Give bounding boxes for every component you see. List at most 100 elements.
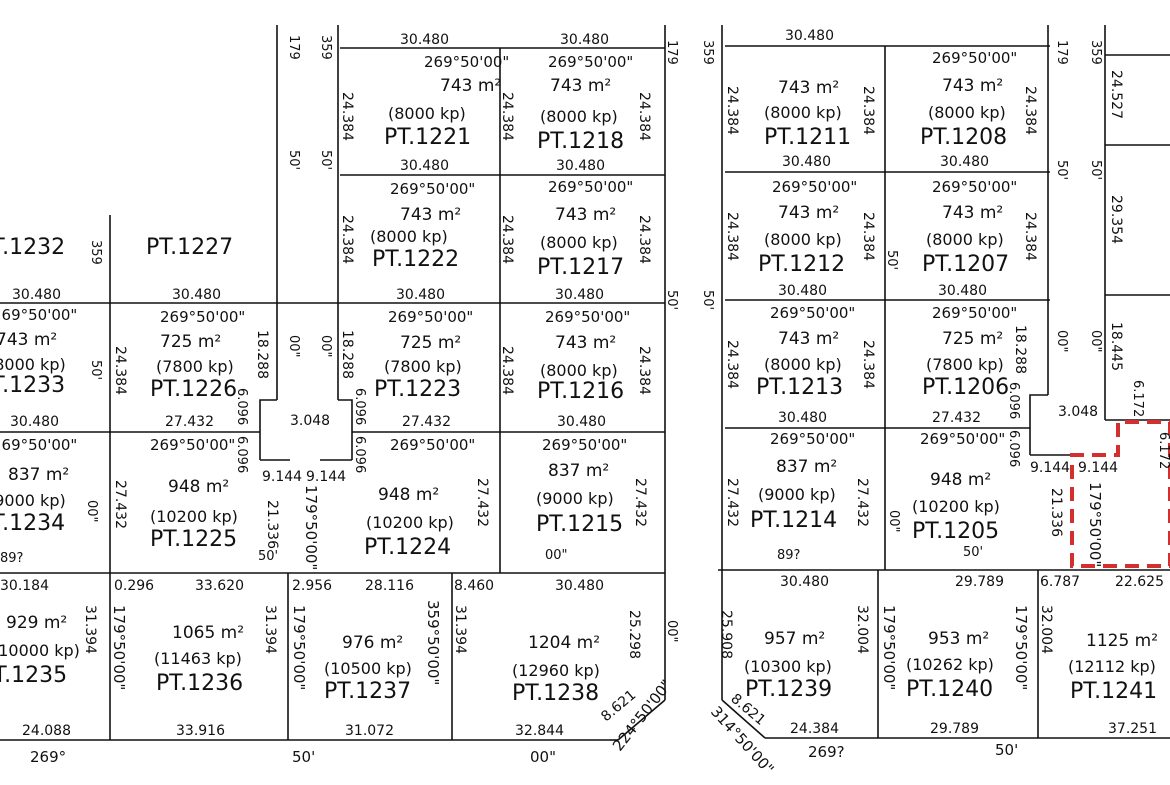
plan-linework <box>0 25 1170 741</box>
road-label: 50' <box>318 150 333 170</box>
lot-pt1225[interactable]: 269°50'00" 948 m² (10200 kp) PT.1225 <box>150 436 238 552</box>
dim-label: 24.384 <box>860 86 876 135</box>
dim-label: 30.480 <box>785 28 834 44</box>
lot-id: PT.1240 <box>906 677 993 702</box>
lot-pt1237[interactable]: 976 m² (10500 kp) PT.1237 <box>324 633 412 704</box>
lot-bearing: 269°50'00" <box>390 436 475 454</box>
lot-pt1236[interactable]: 1065 m² (11463 kp) PT.1236 <box>154 623 244 696</box>
dim-label: 37.251 <box>1108 721 1157 737</box>
lot-pt1211[interactable]: 743 m² (8000 kp) PT.1211 <box>764 78 851 150</box>
lot-kp: (8000 kp) <box>370 227 448 246</box>
road-label: 50' <box>1054 160 1069 180</box>
lot-pt1206[interactable]: 269°50'00" 725 m² (7800 kp) PT.1206 <box>922 304 1017 400</box>
dim-label: 30.480 <box>400 32 449 48</box>
dim-label: 25.298 <box>626 610 642 659</box>
road-label: 179 <box>1054 40 1069 65</box>
lot-area: 1204 m² <box>528 633 600 653</box>
lot-id: PT.1239 <box>745 677 832 702</box>
lot-pt1218[interactable]: 269°50'00" 743 m² (8000 kp) PT.1218 <box>537 53 633 154</box>
lot-kp: (7800 kp) <box>156 357 234 376</box>
lot-pt1223[interactable]: 269°50'00" 725 m² (7800 kp) PT.1223 <box>374 308 473 402</box>
lot-pt1212[interactable]: 269°50'00" 743 m² (8000 kp) PT.1212 <box>758 178 857 277</box>
lot-id: PT.1218 <box>537 129 624 154</box>
dim-label: 8.460 <box>454 578 494 594</box>
lot-pt1232[interactable]: PT.1232 <box>0 235 65 260</box>
dim-label: 30.480 <box>556 158 605 174</box>
lot-id: PT.1236 <box>156 671 243 696</box>
lot-kp: (10300 kp) <box>744 657 832 676</box>
lot-pt1213[interactable]: 269°50'00" 743 m² (8000 kp) PT.1213 <box>756 304 855 400</box>
road-label: 179 <box>286 35 301 60</box>
lot-kp: (8000 kp) <box>928 103 1006 122</box>
dim-label: 33.620 <box>195 578 244 594</box>
road-label: 179 <box>664 40 679 65</box>
lot-kp: (9000 kp) <box>536 489 614 508</box>
lot-pt1241[interactable]: 1125 m² (12112 kp) PT.1241 <box>1068 631 1158 704</box>
lot-pt1217[interactable]: 269°50'00" 743 m² (8000 kp) PT.1217 <box>537 178 633 280</box>
dim-label: 24.384 <box>112 346 128 395</box>
lot-kp: (10262 kp) <box>906 655 994 674</box>
lot-area: 837 m² <box>776 457 837 477</box>
road-label: 50' <box>884 250 899 270</box>
dim-label: 24.384 <box>860 340 876 389</box>
lot-area: 743 m² <box>778 203 839 223</box>
dim-label: 6.096 <box>234 388 249 425</box>
dim-label: 30.480 <box>172 287 221 303</box>
dim-label: 0.296 <box>114 578 154 594</box>
lot-area: 743 m² <box>555 205 616 225</box>
lot-id: PT.1225 <box>150 527 237 552</box>
lot-id: PT.1241 <box>1070 679 1157 704</box>
dim-label: 24.384 <box>860 212 876 261</box>
dim-label: 30.480 <box>780 574 829 590</box>
lot-pt1222[interactable]: 269°50'00" 743 m² (8000 kp) PT.1222 <box>370 180 475 272</box>
lot-id: PT.1226 <box>150 377 237 402</box>
lot-pt1235[interactable]: 929 m² (10000 kp) PT.1235 <box>0 613 80 688</box>
bearing-label: 359°50'00" <box>424 600 442 685</box>
lot-pt1233[interactable]: 269°50'00" 743 m² (8000 kp) PT.1233 <box>0 306 77 398</box>
dim-label: 30.480 <box>400 158 449 174</box>
lot-pt1221[interactable]: 269°50'00" 743 m² (8000 kp) PT.1221 <box>384 53 509 150</box>
lot-pt1234[interactable]: 269°50'00" 837 m² (9000 kp) PT.1234 <box>0 436 77 536</box>
highlighted-lot-outline <box>1070 420 1170 568</box>
dim-label: 32.004 <box>854 605 870 654</box>
lot-pt1205[interactable]: 269°50'00" 948 m² (10200 kp) PT.1205 <box>912 430 1005 544</box>
bearing-label: 179°50'00" <box>302 485 320 570</box>
lot-pt1214[interactable]: 269°50'00" 837 m² (9000 kp) PT.1214 <box>750 430 855 533</box>
lot-bearing: 269°50'00" <box>548 53 633 71</box>
dim-label: 24.384 <box>499 215 515 264</box>
lot-area: 725 m² <box>160 332 221 352</box>
lot-pt1208[interactable]: 269°50'00" 743 m² (8000 kp) PT.1208 <box>920 49 1017 150</box>
lot-pt1215[interactable]: 269°50'00" 837 m² (9000 kp) PT.1215 <box>536 436 627 537</box>
lot-pt1224[interactable]: 269°50'00" 948 m² (10200 kp) PT.1224 <box>364 436 475 560</box>
road-label: 359 <box>318 35 333 60</box>
dim-label: 31.394 <box>262 605 278 654</box>
dim-label: 3.048 <box>1058 404 1098 420</box>
lot-pt1240[interactable]: 953 m² (10262 kp) PT.1240 <box>906 629 994 702</box>
lot-pt1227[interactable]: PT.1227 <box>146 235 233 260</box>
lot-pt1216[interactable]: 269°50'00" 743 m² (8000 kp) PT.1216 <box>537 308 630 404</box>
dim-label: 24.384 <box>339 92 355 141</box>
lot-id: PT.1221 <box>384 125 471 150</box>
lot-pt1238[interactable]: 1204 m² (12960 kp) PT.1238 <box>512 633 600 706</box>
lot-kp: (8000 kp) <box>388 104 466 123</box>
lot-pt1226[interactable]: 269°50'00" 725 m² (7800 kp) PT.1226 <box>150 308 245 402</box>
dim-label: 27.432 <box>724 478 740 527</box>
dim-label: 6.096 <box>352 388 367 425</box>
bearing-label: 89? <box>777 548 800 563</box>
lot-area: 837 m² <box>8 465 69 485</box>
dim-label: 30.480 <box>396 287 445 303</box>
dim-label: 24.384 <box>499 346 515 395</box>
dim-label: 24.088 <box>22 723 71 739</box>
lot-bearing: 269°50'00" <box>932 49 1017 67</box>
lot-id: PT.1238 <box>512 681 599 706</box>
lot-id: PT.1217 <box>537 255 624 280</box>
lot-pt1207[interactable]: 269°50'00" 743 m² (8000 kp) PT.1207 <box>922 178 1017 277</box>
lot-id: PT.1232 <box>0 235 65 260</box>
lot-pt1239[interactable]: 957 m² (10300 kp) PT.1239 <box>744 629 832 702</box>
dim-label: 27.432 <box>112 480 128 529</box>
dim-label: 30.480 <box>555 287 604 303</box>
lot-bearing: 269°50'00" <box>0 306 77 324</box>
lot-id: PT.1205 <box>912 519 999 544</box>
dim-label: 6.096 <box>352 436 367 473</box>
